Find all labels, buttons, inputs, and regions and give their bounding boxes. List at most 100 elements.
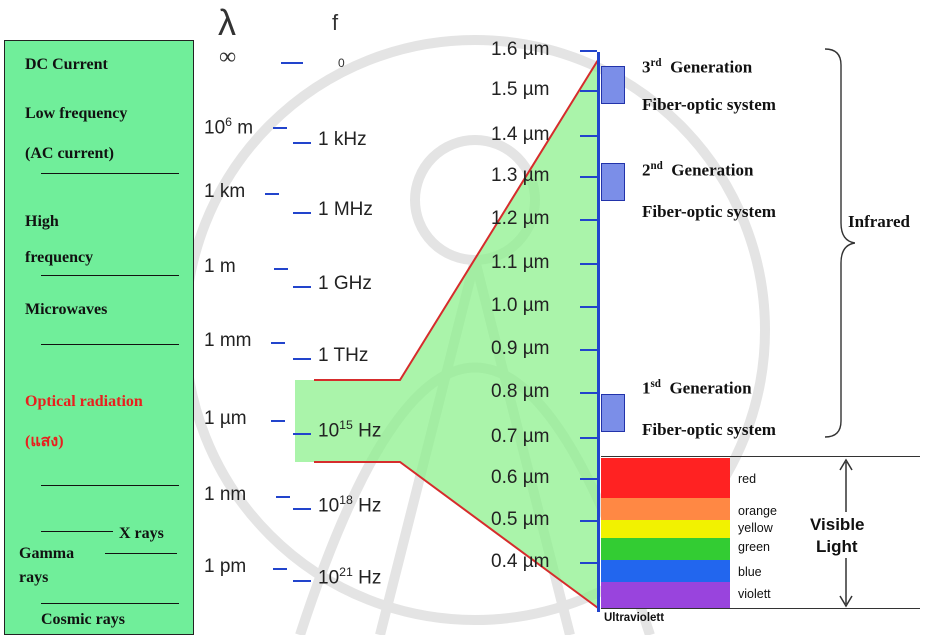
micron-label: 0.4 µm [491, 551, 550, 572]
band-label-yellow: yellow [738, 521, 773, 535]
micron-tick [580, 263, 597, 265]
divider [41, 275, 179, 276]
wavelength-label: 1 nm [204, 484, 247, 505]
color-band-blue [601, 560, 730, 582]
x-rays-label: X rays [119, 525, 164, 542]
wavelength-label: 106 m [204, 115, 254, 139]
color-band-violett [601, 582, 730, 608]
micron-tick [580, 520, 597, 522]
frequency-symbol: f [332, 10, 339, 35]
first-gen-title: 1sd Generation [642, 378, 752, 398]
connector-top-line [314, 59, 599, 381]
micron-tick [580, 135, 597, 137]
infinity-symbol: ∞ [219, 44, 237, 70]
micron-label: 0.5 µm [491, 509, 550, 530]
connector-bottom-line [314, 461, 599, 609]
optical-thai-label: (แสง) [25, 433, 64, 450]
color-band-yellow [601, 520, 730, 538]
high-label: High [25, 213, 59, 230]
first-gen-window [601, 394, 625, 432]
frequency-label: 1015 Hz [318, 418, 382, 442]
wavelength-label: 1 µm [204, 408, 247, 429]
second-gen-system: Fiber-optic system [642, 202, 776, 221]
ultraviolet-label: Ultraviolett [604, 612, 665, 624]
frequency-label: 1 kHz [318, 129, 367, 150]
micron-tick [580, 306, 597, 308]
cosmic-rays-label: Cosmic rays [41, 611, 125, 628]
visible-top-line [601, 456, 920, 457]
ac-current-label: (AC current) [25, 145, 115, 162]
spectrum-category-panel: DC Current Low frequency (AC current) Hi… [4, 40, 194, 635]
color-band-orange [601, 498, 730, 520]
wavelength-tick [276, 496, 290, 498]
visible-bottom-line [601, 608, 920, 609]
divider [41, 344, 179, 345]
micron-label: 0.8 µm [491, 381, 550, 402]
frequency-tick [293, 358, 311, 360]
micron-tick [580, 219, 597, 221]
wavelength-tick [274, 268, 288, 270]
color-band-green [601, 538, 730, 560]
second-gen-window [601, 163, 625, 201]
zero-label: 0 [338, 56, 345, 70]
wavelength-label: 1 m [204, 256, 236, 277]
frequency-tick [293, 286, 311, 288]
band-label-blue: blue [738, 565, 762, 579]
frequency-tick [293, 580, 311, 582]
micron-label: 0.7 µm [491, 426, 550, 447]
rays-label: rays [19, 569, 49, 586]
micron-label: 0.9 µm [491, 338, 550, 359]
third-gen-title: 3rd Generation [642, 57, 753, 77]
micron-label: 1.4 µm [491, 124, 550, 145]
micron-tick [580, 349, 597, 351]
frequency-tick [293, 212, 311, 214]
wavelength-label: 1 km [204, 181, 246, 202]
divider [105, 553, 177, 554]
frequency-label: 1 THz [318, 345, 369, 366]
micron-axis [597, 52, 600, 612]
band-label-red: red [738, 472, 757, 486]
third-gen-window [601, 66, 625, 104]
divider [41, 531, 113, 532]
dc-current-label: DC Current [25, 56, 108, 73]
micron-label: 1.0 µm [491, 295, 550, 316]
band-label-green: green [738, 540, 770, 554]
micron-tick [580, 562, 597, 564]
frequency-tick [293, 433, 311, 435]
wavelength-label: 1 pm [204, 556, 247, 577]
micron-tick [580, 392, 597, 394]
band-label-orange: orange [738, 504, 777, 518]
divider [41, 173, 179, 174]
visible-range-arrow [839, 458, 853, 608]
micron-label: 1.2 µm [491, 208, 550, 229]
visible-label: Visible [810, 515, 865, 534]
infrared-brace [824, 48, 855, 438]
micron-label: 1.6 µm [491, 39, 550, 60]
connector-fill [295, 60, 598, 608]
micron-label: 0.6 µm [491, 467, 550, 488]
wavelength-tick [273, 127, 287, 129]
low-frequency-label: Low frequency [25, 105, 128, 122]
frequency-label: 1018 Hz [318, 493, 382, 517]
frequency-label: frequency [25, 249, 94, 266]
micron-tick [580, 90, 597, 92]
divider [41, 485, 179, 486]
micron-label: 1.1 µm [491, 252, 550, 273]
microwaves-label: Microwaves [25, 301, 108, 318]
divider [41, 603, 179, 604]
wavelength-tick [271, 342, 285, 344]
frequency-label: 1 MHz [318, 199, 373, 220]
micron-label: 1.3 µm [491, 165, 550, 186]
wavelength-tick [265, 193, 279, 195]
frequency-label: 1 GHz [318, 273, 372, 294]
lambda-symbol: λ [218, 2, 236, 43]
second-gen-title: 2nd Generation [642, 160, 754, 180]
micron-tick [580, 437, 597, 439]
wavelength-tick [281, 62, 303, 64]
wavelength-tick [273, 568, 287, 570]
infrared-label: Infrared [848, 212, 911, 231]
micron-label: 1.5 µm [491, 79, 550, 100]
frequency-tick [293, 508, 311, 510]
wavelength-tick [271, 420, 285, 422]
micron-tick [580, 176, 597, 178]
